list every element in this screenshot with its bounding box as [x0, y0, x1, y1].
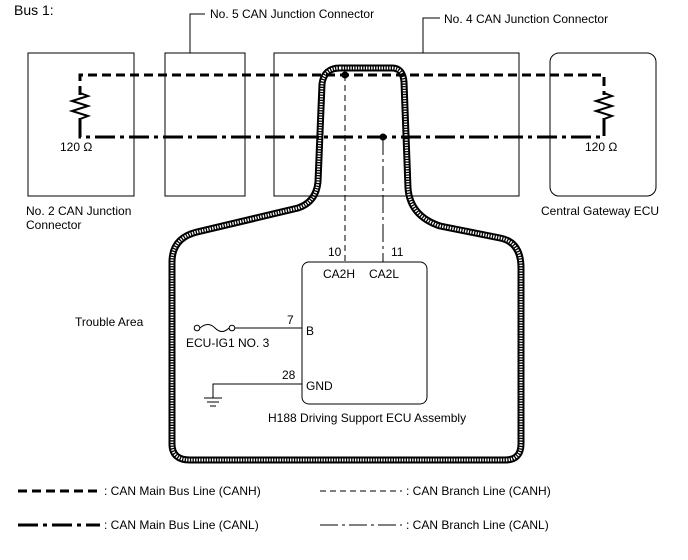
pin-label: GND	[306, 379, 333, 393]
trouble-area-label: Trouble Area	[75, 315, 144, 329]
ground-icon	[204, 397, 222, 407]
pin-number: 11	[391, 245, 404, 259]
pin-number: 28	[282, 368, 296, 382]
no2-junction-connector-box	[27, 52, 135, 197]
pin-label: CA2H	[323, 267, 355, 281]
no4-label-leader	[422, 17, 440, 53]
fuse-label: ECU-IG1 NO. 3	[186, 336, 270, 350]
pin-label: B	[306, 324, 314, 338]
no5-junction-connector-box	[164, 52, 246, 197]
can-main-bus-canl	[78, 118, 606, 139]
no4-junction-connector-box	[273, 52, 520, 197]
pin-label: CA2L	[369, 267, 399, 281]
driving-support-ecu-box	[301, 261, 428, 405]
no5-junction-label: No. 5 CAN Junction Connector	[210, 7, 374, 21]
resistor-icon	[592, 92, 616, 120]
legend-branch-canl-label: : CAN Branch Line (CANL)	[406, 518, 549, 532]
ground-wire	[212, 383, 302, 398]
pin-number: 7	[287, 313, 294, 327]
can-main-bus-canh	[78, 73, 606, 95]
resistor-icon	[68, 92, 92, 120]
trouble-area-outline	[168, 64, 525, 464]
gateway-resistor-label: 120 Ω	[585, 140, 617, 154]
no2-junction-label-line2: Connector	[26, 218, 81, 232]
central-gateway-ecu-box	[549, 52, 657, 197]
no4-junction-label: No. 4 CAN Junction Connector	[444, 12, 608, 26]
legend-main-canh-label: : CAN Main Bus Line (CANH)	[104, 484, 261, 498]
fuse-icon	[193, 324, 236, 332]
bus-title: Bus 1:	[14, 2, 54, 18]
legend-branch-canh-label: : CAN Branch Line (CANH)	[406, 484, 551, 498]
pin-number: 10	[328, 245, 342, 259]
no2-resistor-label: 120 Ω	[60, 140, 92, 154]
ecu-name-label: H188 Driving Support ECU Assembly	[268, 411, 466, 425]
central-gateway-label: Central Gateway ECU	[541, 204, 659, 218]
no5-label-leader	[189, 13, 205, 53]
legend-main-canl-label: : CAN Main Bus Line (CANL)	[104, 518, 259, 532]
no2-junction-label: No. 2 CAN Junction	[26, 204, 131, 218]
